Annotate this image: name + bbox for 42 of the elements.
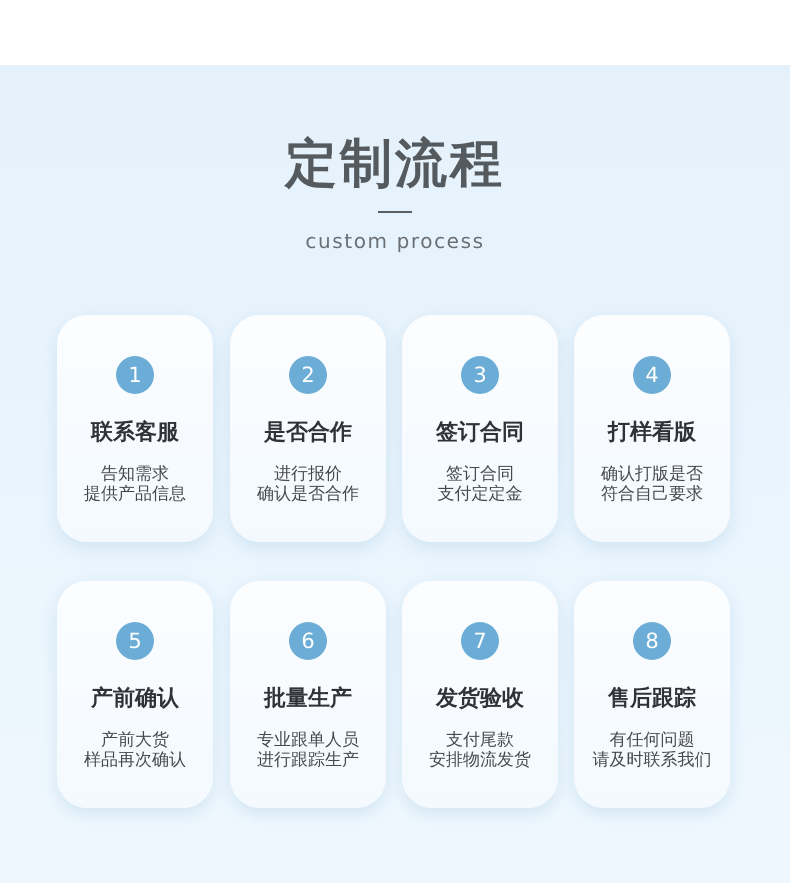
step-description: 进行报价	[274, 464, 342, 484]
step-description: 支付尾款	[446, 730, 514, 750]
step-description: 签订合同	[446, 464, 514, 484]
step-title: 售后跟踪	[608, 686, 696, 711]
step-card	[402, 315, 558, 542]
step-description: 支付定定金	[438, 484, 522, 504]
step-card	[230, 581, 386, 808]
step-number: 2	[289, 356, 327, 394]
step-description: 专业跟单人员	[257, 730, 359, 750]
step-description: 提供产品信息	[84, 484, 186, 504]
step-card	[402, 581, 558, 808]
step-number: 8	[633, 622, 671, 660]
step-title: 签订合同	[436, 420, 524, 445]
step-card	[230, 315, 386, 542]
step-card	[57, 581, 213, 808]
step-number: 4	[633, 356, 671, 394]
step-title: 联系客服	[91, 420, 179, 445]
step-description: 有任何问题	[610, 730, 694, 750]
step-number: 6	[289, 622, 327, 660]
step-card	[57, 315, 213, 542]
step-title: 产前确认	[91, 686, 179, 711]
step-title: 打样看版	[608, 420, 696, 445]
step-title: 批量生产	[264, 686, 352, 711]
step-title: 发货验收	[436, 686, 524, 711]
step-description: 符合自己要求	[601, 484, 703, 504]
step-description: 样品再次确认	[84, 750, 186, 770]
step-description: 告知需求	[101, 464, 169, 484]
step-description: 安排物流发货	[429, 750, 531, 770]
page-title: 定制流程	[285, 134, 505, 194]
step-description: 产前大货	[101, 730, 169, 750]
step-number: 3	[461, 356, 499, 394]
step-title: 是否合作	[264, 420, 352, 445]
step-description: 请及时联系我们	[592, 750, 712, 770]
step-description: 进行跟踪生产	[257, 750, 359, 770]
step-card	[574, 581, 730, 808]
step-number: 5	[116, 622, 154, 660]
step-description: 确认打版是否	[601, 464, 703, 484]
step-number: 7	[461, 622, 499, 660]
step-card	[574, 315, 730, 542]
page-subtitle: custom process	[305, 229, 485, 253]
step-number: 1	[116, 356, 154, 394]
step-description: 确认是否合作	[257, 484, 359, 504]
